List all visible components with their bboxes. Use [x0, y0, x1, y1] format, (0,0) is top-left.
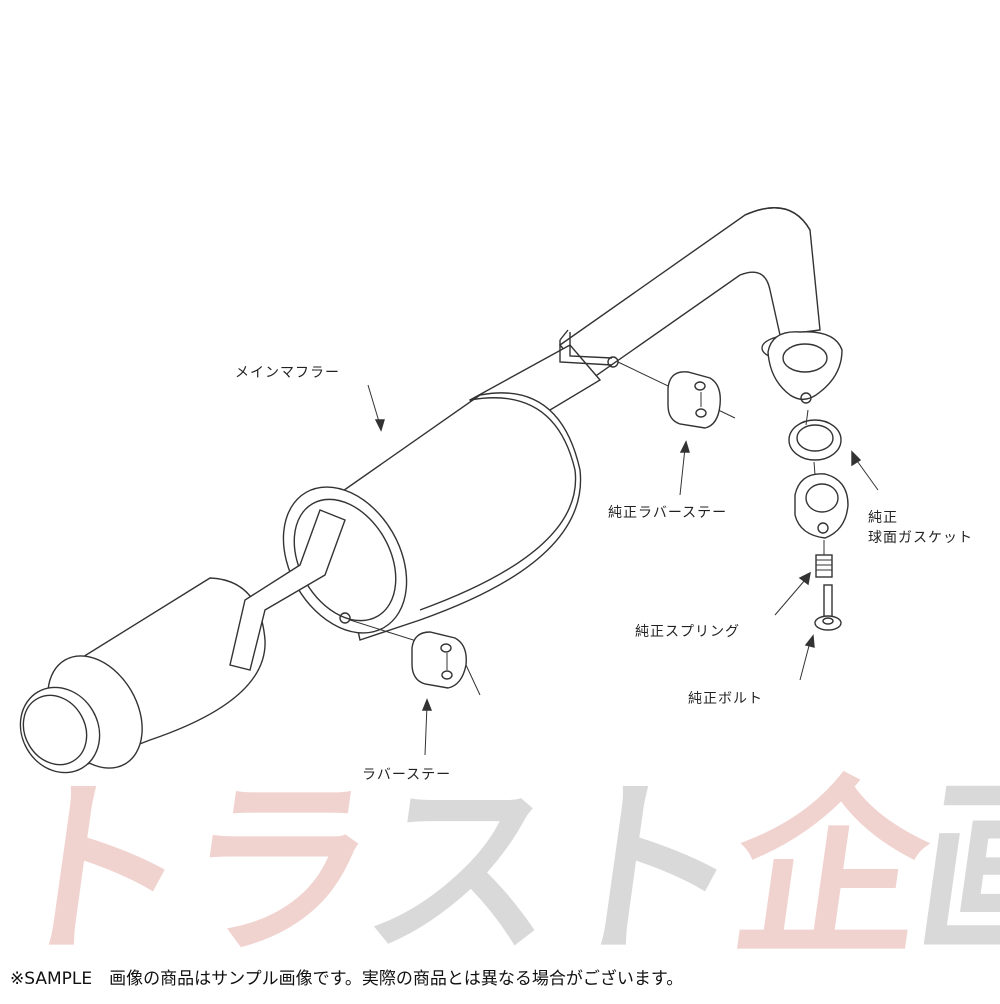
brand-watermark: トラスト企画 — [0, 770, 1000, 970]
stock-rubber-stay-part — [667, 371, 721, 429]
watermark-char: ト — [0, 770, 200, 970]
rubber-stay-part — [411, 631, 481, 696]
leader-arrows — [367, 384, 879, 756]
stock-spring-label: 純正スプリング — [635, 624, 740, 640]
main-muffler-body — [282, 392, 582, 641]
stock-spring-part — [815, 540, 833, 578]
stock-gasket-label-line2: 球面ガスケット — [868, 530, 973, 546]
stock-bolt-label: 純正ボルト — [688, 691, 763, 707]
stock-gasket-label-line1: 純正 — [868, 510, 898, 526]
main-muffler-label: メインマフラー — [235, 365, 340, 381]
watermark-char: ラ — [168, 770, 384, 970]
watermark-char: ト — [536, 770, 752, 970]
spherical-gasket — [788, 419, 842, 461]
stock-rubber-stay-label: 純正ラバーステー — [608, 505, 728, 521]
lower-flange — [794, 409, 849, 539]
sample-disclaimer: ※SAMPLE 画像の商品はサンプル画像です。実際の商品とは異なる場合がございま… — [10, 969, 684, 989]
rubber-stay-label: ラバーステー — [362, 767, 452, 783]
watermark-char: ス — [352, 770, 568, 970]
watermark-char: 企 — [720, 770, 936, 970]
stock-bolt-part — [814, 584, 842, 631]
front-flange — [767, 331, 843, 404]
tail-section — [19, 577, 266, 774]
